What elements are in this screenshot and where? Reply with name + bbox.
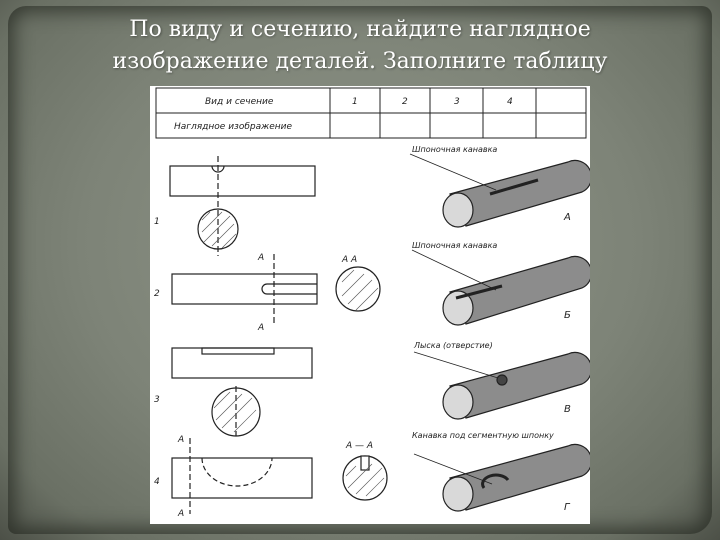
title-line-1: По виду и сечению, найдите наглядное xyxy=(129,17,591,42)
pictorial-V xyxy=(413,351,590,420)
view-2-shaft xyxy=(171,273,318,305)
view-num-3: 3 xyxy=(154,395,160,405)
view-4-section-slot xyxy=(360,455,370,471)
table-col-3: 3 xyxy=(454,97,460,107)
pictorial-G xyxy=(413,443,590,512)
table-col-2: 2 xyxy=(402,97,408,107)
view-1-shaft xyxy=(169,165,316,197)
slide-title: По виду и сечению, найдите наглядное изо… xyxy=(40,14,680,78)
view-2-slot xyxy=(261,283,317,295)
view-4-segment-slot xyxy=(201,457,273,487)
pictorial-B xyxy=(411,249,590,326)
table-col-1: 1 xyxy=(352,97,358,107)
cut-mark-4-bottom: А xyxy=(177,509,184,519)
view-num-4: 4 xyxy=(154,477,160,487)
pictorial-A xyxy=(409,153,590,228)
section-label-2: А А xyxy=(341,255,357,265)
view-4-shaft xyxy=(171,457,313,499)
worksheet-figure: Вид и сечение Наглядное изображение 1 2 … xyxy=(150,86,590,524)
pictorial-letter-V: В xyxy=(564,404,571,415)
worksheet-drawing: Вид и сечение Наглядное изображение 1 2 … xyxy=(154,87,590,519)
pictorial-label-V: Лыска (отверстие) xyxy=(413,341,493,350)
view-num-2: 2 xyxy=(154,289,160,299)
pictorial-letter-G: Г xyxy=(564,502,571,513)
view-2-section xyxy=(335,266,381,312)
pictorial-label-B: Шпоночная канавка xyxy=(412,241,497,250)
pictorial-label-A: Шпоночная канавка xyxy=(412,145,497,154)
view-1-section xyxy=(197,208,239,250)
table-header-label: Вид и сечение xyxy=(205,97,274,107)
pictorial-label-G: Канавка под сегментную шпонку xyxy=(412,431,554,440)
pictorial-letter-B: Б xyxy=(564,310,571,321)
view-3-section xyxy=(211,387,261,437)
view-3-flat xyxy=(201,347,275,355)
pictorial-letter-A: А xyxy=(563,212,571,223)
view-3-shaft xyxy=(171,347,313,379)
title-line-2: изображение деталей. Заполните таблицу xyxy=(112,49,608,74)
section-label-4: А — А xyxy=(345,441,373,451)
cut-mark-2-bottom: А xyxy=(257,323,264,333)
cut-mark-2-top: А xyxy=(257,253,264,263)
cut-mark-4-top: А xyxy=(177,435,184,445)
view-num-1: 1 xyxy=(154,217,160,227)
view-1-hole xyxy=(211,165,225,173)
table-row-label: Наглядное изображение xyxy=(174,122,292,132)
table-col-4: 4 xyxy=(507,97,513,107)
